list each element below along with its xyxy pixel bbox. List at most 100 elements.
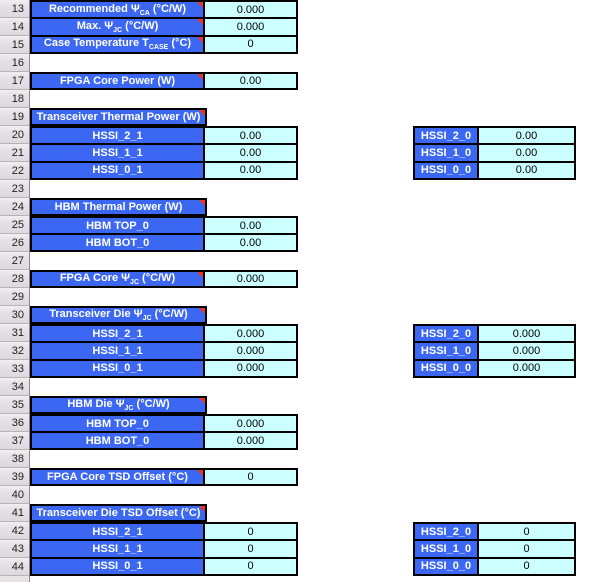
label-hssi-0-1[interactable]: HSSI_0_1 xyxy=(32,162,205,178)
row-header-44[interactable]: 44 xyxy=(0,558,29,576)
row-header-37[interactable]: 37 xyxy=(0,432,29,450)
value-hbm-bot-0[interactable]: 0.00 xyxy=(205,235,296,250)
value-hssi-1-0[interactable]: 0.00 xyxy=(479,145,574,161)
value-max-psi-jc[interactable]: 0.000 xyxy=(205,19,296,35)
label-hbm-top-0[interactable]: HBM TOP_0 xyxy=(32,416,205,431)
value-hssi-2-0[interactable]: 0.000 xyxy=(479,326,574,342)
label-fpga-core-power[interactable]: FPGA Core Power (W) xyxy=(32,74,205,88)
header-transceiver-die-tsd-offset[interactable]: Transceiver Die TSD Offset (°C) xyxy=(32,506,205,520)
value-fpga-core-psi-jc[interactable]: 0.000 xyxy=(205,272,296,287)
value-hssi-1-0[interactable]: 0 xyxy=(479,541,574,557)
row-header-17[interactable]: 17 xyxy=(0,72,29,90)
value-hbm-top-0[interactable]: 0.000 xyxy=(205,416,296,431)
transceiver-die-psi-jc-table: HSSI_2_1 0.000 HSSI_1_1 0.000 HSSI_0_1 0… xyxy=(30,324,298,378)
value-hssi-2-0[interactable]: 0.00 xyxy=(479,128,574,144)
row-header-34[interactable]: 34 xyxy=(0,378,29,396)
row-header-19[interactable]: 19 xyxy=(0,108,29,126)
label-hssi-2-1[interactable]: HSSI_2_1 xyxy=(32,326,205,342)
value-case-temperature[interactable]: 0 xyxy=(205,36,296,52)
value-hssi-0-0[interactable]: 0.00 xyxy=(479,162,574,178)
value-hssi-1-0[interactable]: 0.000 xyxy=(479,343,574,359)
row-header-16[interactable]: 16 xyxy=(0,54,29,72)
table-row: HSSI_0_0 0.000 xyxy=(415,358,574,376)
row-header-41[interactable]: 41 xyxy=(0,504,29,522)
table-row: HSSI_1_0 0.00 xyxy=(415,143,574,161)
row-header-13[interactable]: 13 xyxy=(0,0,29,18)
label-hssi-0-0[interactable]: HSSI_0_0 xyxy=(415,558,479,574)
value-hssi-2-0[interactable]: 0 xyxy=(479,524,574,540)
label-case-temperature[interactable]: Case Temperature TCASE (°C) xyxy=(32,36,205,52)
header-hbm-die-psi-jc[interactable]: HBM Die ΨJC (°C/W) xyxy=(32,398,205,413)
value-hssi-0-1[interactable]: 0.00 xyxy=(205,162,296,178)
row-header-15[interactable]: 15 xyxy=(0,36,29,54)
row-header-23[interactable]: 23 xyxy=(0,180,29,198)
value-fpga-core-tsd-offset[interactable]: 0 xyxy=(205,470,296,484)
label-hssi-2-0[interactable]: HSSI_2_0 xyxy=(415,524,479,540)
row-header-25[interactable]: 25 xyxy=(0,216,29,234)
row-header-43[interactable]: 43 xyxy=(0,540,29,558)
row-header-27[interactable]: 27 xyxy=(0,252,29,270)
label-hssi-0-0[interactable]: HSSI_0_0 xyxy=(415,162,479,178)
row-header-31[interactable]: 31 xyxy=(0,324,29,342)
row-header-21[interactable]: 21 xyxy=(0,144,29,162)
label-hssi-1-0[interactable]: HSSI_1_0 xyxy=(415,145,479,161)
label-hssi-1-1[interactable]: HSSI_1_1 xyxy=(32,145,205,161)
label-hbm-bot-0[interactable]: HBM BOT_0 xyxy=(32,235,205,250)
value-hssi-0-1[interactable]: 0 xyxy=(205,558,296,574)
value-hbm-bot-0[interactable]: 0.000 xyxy=(205,433,296,448)
thermal-inputs-table: Recommended ΨCA (°C/W) 0.000 Max. ΨJC (°… xyxy=(30,0,298,54)
label-hbm-bot-0[interactable]: HBM BOT_0 xyxy=(32,433,205,448)
label-hssi-2-0[interactable]: HSSI_2_0 xyxy=(415,128,479,144)
label-fpga-core-tsd-offset[interactable]: FPGA Core TSD Offset (°C) xyxy=(32,470,205,484)
label-hssi-1-0[interactable]: HSSI_1_0 xyxy=(415,343,479,359)
row-header-14[interactable]: 14 xyxy=(0,18,29,36)
label-fpga-core-psi-jc[interactable]: FPGA Core ΨJC (°C/W) xyxy=(32,272,205,287)
value-hssi-1-1[interactable]: 0.000 xyxy=(205,343,296,359)
row-header-26[interactable]: 26 xyxy=(0,234,29,252)
value-hssi-2-1[interactable]: 0.000 xyxy=(205,326,296,342)
value-hssi-0-1[interactable]: 0.000 xyxy=(205,360,296,376)
row-header-42[interactable]: 42 xyxy=(0,522,29,540)
value-hssi-1-1[interactable]: 0.00 xyxy=(205,145,296,161)
label-hssi-1-1[interactable]: HSSI_1_1 xyxy=(32,541,205,557)
label-hssi-0-0[interactable]: HSSI_0_0 xyxy=(415,360,479,376)
row-header-33[interactable]: 33 xyxy=(0,360,29,378)
row-header-39[interactable]: 39 xyxy=(0,468,29,486)
value-hssi-0-0[interactable]: 0 xyxy=(479,558,574,574)
value-hbm-top-0[interactable]: 0.00 xyxy=(205,218,296,233)
label-hssi-2-1[interactable]: HSSI_2_1 xyxy=(32,128,205,144)
header-transceiver-thermal-power[interactable]: Transceiver Thermal Power (W) xyxy=(32,110,205,124)
table-row: FPGA Core TSD Offset (°C) 0 xyxy=(32,470,296,484)
label-hssi-2-1[interactable]: HSSI_2_1 xyxy=(32,524,205,540)
value-recommended-psi-ca[interactable]: 0.000 xyxy=(205,2,296,18)
row-header-18[interactable]: 18 xyxy=(0,90,29,108)
label-hssi-1-0[interactable]: HSSI_1_0 xyxy=(415,541,479,557)
label-hssi-2-0[interactable]: HSSI_2_0 xyxy=(415,326,479,342)
label-hssi-0-1[interactable]: HSSI_0_1 xyxy=(32,360,205,376)
value-hssi-1-1[interactable]: 0 xyxy=(205,541,296,557)
row-header-32[interactable]: 32 xyxy=(0,342,29,360)
row-header-30[interactable]: 30 xyxy=(0,306,29,324)
label-max-psi-jc[interactable]: Max. ΨJC (°C/W) xyxy=(32,19,205,35)
header-transceiver-die-psi-jc[interactable]: Transceiver Die ΨJC (°C/W) xyxy=(32,308,205,323)
row-header-20[interactable]: 20 xyxy=(0,126,29,144)
label-recommended-psi-ca[interactable]: Recommended ΨCA (°C/W) xyxy=(32,2,205,18)
row-header-35[interactable]: 35 xyxy=(0,396,29,414)
value-hssi-2-1[interactable]: 0.00 xyxy=(205,128,296,144)
table-row: HSSI_2_1 0 xyxy=(32,524,296,540)
row-header-24[interactable]: 24 xyxy=(0,198,29,216)
label-hbm-top-0[interactable]: HBM TOP_0 xyxy=(32,218,205,233)
row-header-38[interactable]: 38 xyxy=(0,450,29,468)
value-fpga-core-power[interactable]: 0.00 xyxy=(205,74,296,88)
value-hssi-2-1[interactable]: 0 xyxy=(205,524,296,540)
label-text: Case Temperature TCASE (°C) xyxy=(43,37,192,52)
row-header-29[interactable]: 29 xyxy=(0,288,29,306)
header-hbm-thermal-power[interactable]: HBM Thermal Power (W) xyxy=(32,200,205,214)
value-hssi-0-0[interactable]: 0.000 xyxy=(479,360,574,376)
label-hssi-1-1[interactable]: HSSI_1_1 xyxy=(32,343,205,359)
row-header-36[interactable]: 36 xyxy=(0,414,29,432)
label-hssi-0-1[interactable]: HSSI_0_1 xyxy=(32,558,205,574)
row-header-40[interactable]: 40 xyxy=(0,486,29,504)
row-header-22[interactable]: 22 xyxy=(0,162,29,180)
row-header-28[interactable]: 28 xyxy=(0,270,29,288)
